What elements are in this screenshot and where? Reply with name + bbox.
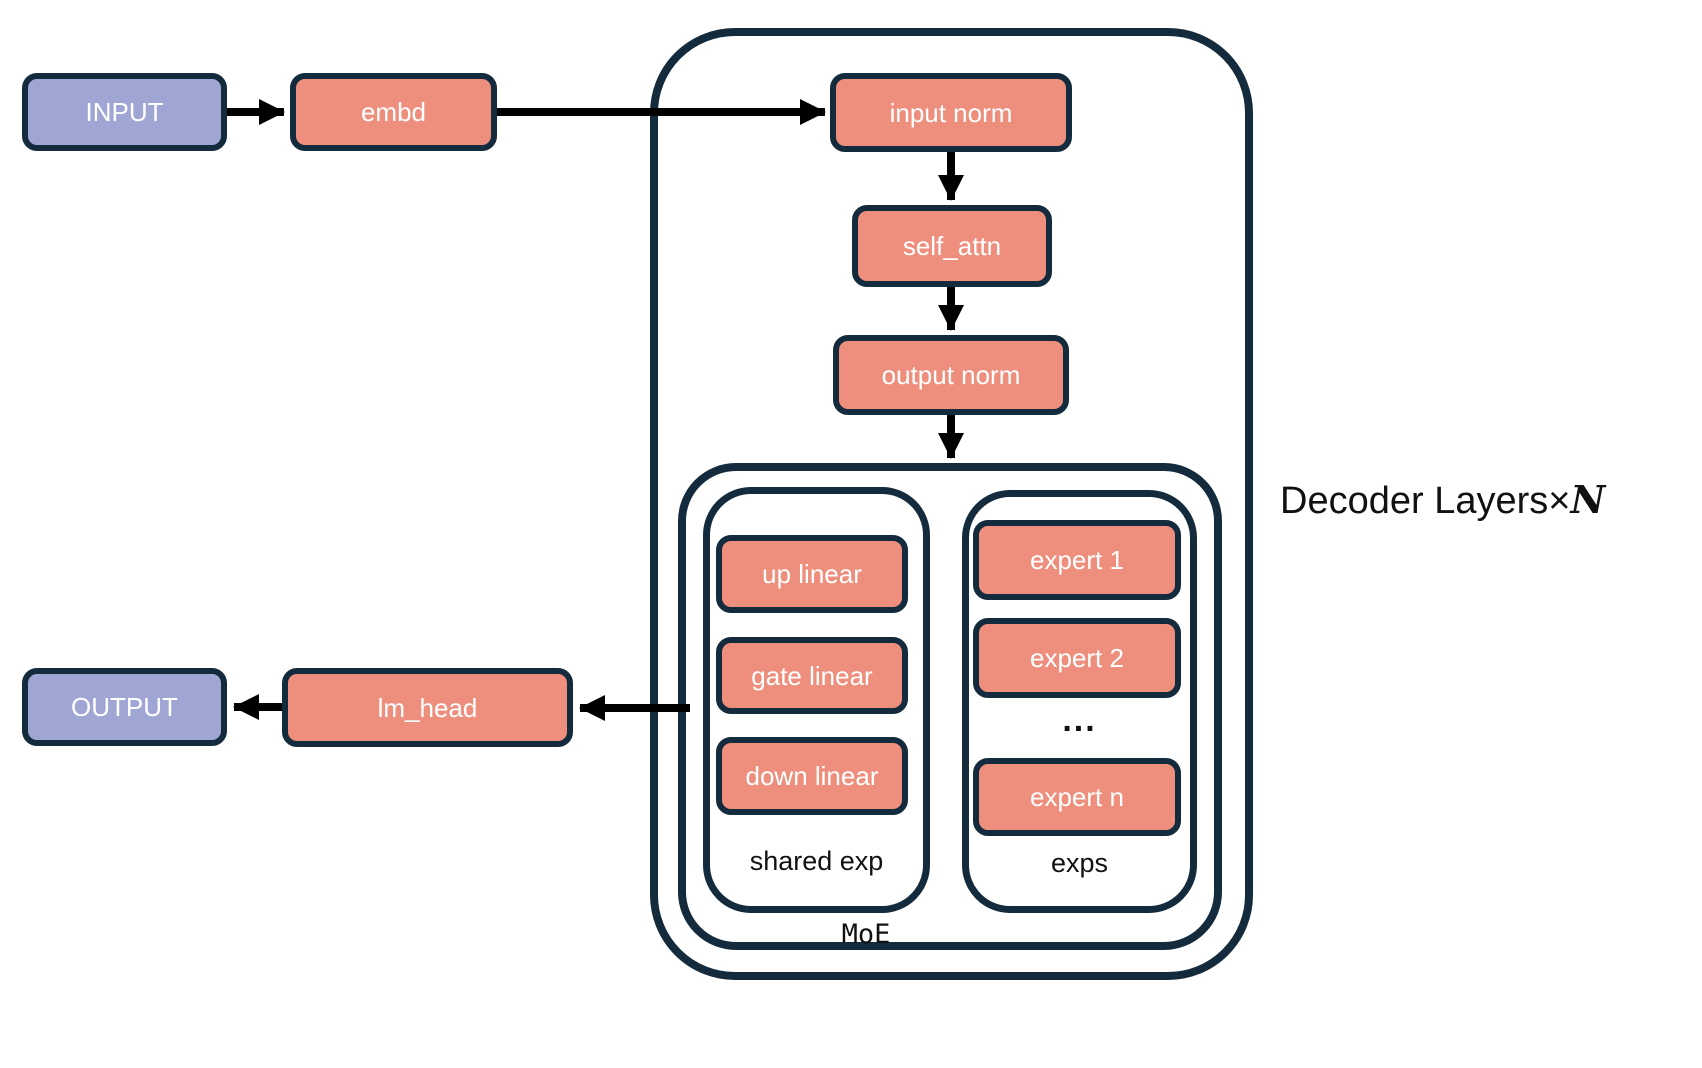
experts-container: [962, 490, 1197, 913]
decoder-layers-label: Decoder Layers×N: [1280, 480, 1605, 522]
lm-head-node: lm_head: [282, 668, 573, 747]
output-norm-node: output norm: [833, 335, 1069, 415]
shared-expert-container: [703, 487, 930, 913]
decoder-layers-n-symbol: N: [1570, 477, 1606, 522]
self-attn-node: self_attn: [852, 205, 1052, 287]
exps-label: exps: [1050, 848, 1109, 878]
decoder-layers-container: [650, 28, 1253, 980]
expert-1-node: expert 1: [973, 520, 1181, 600]
gate-linear-node: gate linear: [716, 637, 908, 714]
expert-n-node: expert n: [973, 758, 1181, 836]
input-norm-node: input norm: [830, 73, 1072, 152]
down-linear-node: down linear: [716, 737, 908, 815]
input-node: INPUT: [22, 73, 227, 151]
expert-2-node: expert 2: [973, 618, 1181, 698]
embd-node: embd: [290, 73, 497, 151]
shared-exp-label: shared exp: [749, 846, 884, 876]
up-linear-node: up linear: [716, 535, 908, 613]
experts-ellipsis: ...: [1062, 701, 1097, 739]
moe-label: MoE: [841, 919, 891, 950]
output-node: OUTPUT: [22, 668, 227, 746]
decoder-layers-label-text: Decoder Layers×: [1280, 480, 1571, 522]
